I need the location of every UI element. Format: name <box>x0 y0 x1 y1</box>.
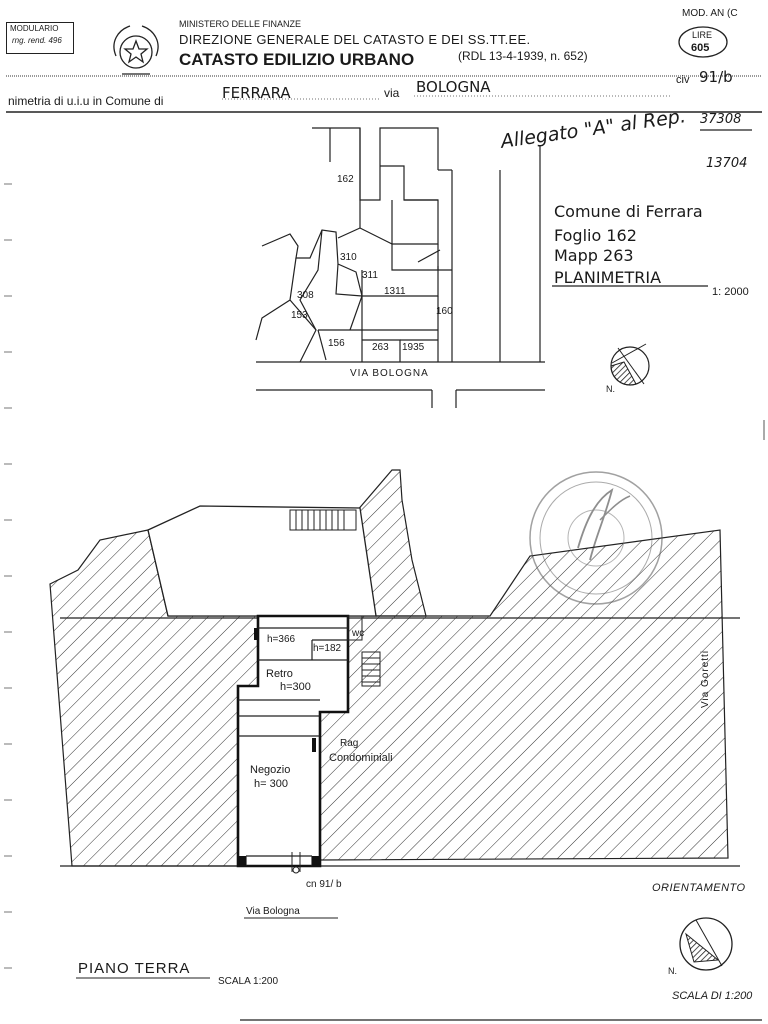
site-compass-icon <box>610 343 650 386</box>
site-street-label: VIA BOLOGNA <box>350 368 429 379</box>
parcel-310: 310 <box>340 252 357 263</box>
parcel-153: 153 <box>291 310 308 321</box>
lire-value: 605 <box>691 42 710 54</box>
label-negozio-h: h= 300 <box>254 778 288 790</box>
rep-number: 37308 <box>700 112 742 127</box>
site-title: PLANIMETRIA <box>554 268 662 287</box>
label-retro: Retro <box>266 668 293 680</box>
parcel-156: 156 <box>328 338 345 349</box>
site-scale: 1: 2000 <box>712 286 749 298</box>
label-condominiali: Condominiali <box>329 752 393 764</box>
door-markers <box>238 628 320 866</box>
parcel-311: 311 <box>362 270 378 281</box>
label-negozio: Negozio <box>250 764 291 776</box>
address-civ-label: civ <box>676 74 690 86</box>
parcel-308: 308 <box>297 290 314 301</box>
law-reference: (RDL 13-4-1939, n. 652) <box>458 49 588 63</box>
street-right-label: Via Goretti <box>700 649 711 708</box>
margin-ticks <box>4 183 12 969</box>
adjacent-properties-hatch <box>49 529 259 867</box>
parcel-1311: 1311 <box>384 286 406 297</box>
address-via: BOLOGNA <box>416 78 491 96</box>
notary-seal-stamp <box>529 471 663 605</box>
address-civ: 91/b <box>699 68 733 86</box>
scala-label: SCALA 1:200 <box>218 976 279 987</box>
modulario-box <box>6 22 74 54</box>
registry-title: CATASTO EDILIZIO URBANO <box>179 50 415 69</box>
courtyard-stair <box>289 509 357 531</box>
parcel-160: 160 <box>436 306 453 317</box>
street-bottom-label: Via Bologna <box>246 906 300 917</box>
racc-number: 13704 <box>706 156 748 171</box>
directorate-label: DIREZIONE GENERALE DEL CATASTO E DEI SS.… <box>179 32 531 47</box>
adjacent-properties-hatch-right <box>319 529 729 861</box>
label-h182: h=182 <box>313 643 342 654</box>
courtyard <box>147 505 377 617</box>
civ-marker: cn 91/ b <box>306 879 342 890</box>
scala-di-label: SCALA DI 1:200 <box>672 990 753 1002</box>
piano-terra-label: PIANO TERRA <box>78 960 191 977</box>
site-north-label: N. <box>606 384 615 394</box>
ministry-label: MINISTERO DELLE FINANZE <box>179 19 302 29</box>
unit-interior-lines <box>238 627 348 866</box>
parcel-1935: 1935 <box>402 342 425 353</box>
label-rag: Rag <box>340 738 359 749</box>
allegato-note: Allegato "A" al Rep. <box>499 105 688 153</box>
site-comune: Comune di Ferrara <box>554 202 703 221</box>
modulario-label: MODULARIO <box>10 24 59 33</box>
lire-label: LIRE <box>692 30 713 40</box>
label-h366: h=366 <box>267 634 296 645</box>
site-mapp: Mapp 263 <box>554 246 634 265</box>
parcel-162: 162 <box>337 174 354 185</box>
footer-north-label: N. <box>668 966 677 976</box>
wc-stair <box>347 615 381 687</box>
address-via-label: via <box>384 86 400 100</box>
adjacent-upper-hatch <box>355 469 427 617</box>
label-wc: wc <box>352 628 365 639</box>
modulario-number: rng. rend. 496 <box>12 36 62 45</box>
orientamento-label: ORIENTAMENTO <box>652 882 746 894</box>
site-foglio: Foglio 162 <box>554 226 637 245</box>
mod-code: MOD. AN (C <box>682 8 738 19</box>
site-plan <box>255 127 545 408</box>
address-prefix: nimetria di u.i.u in Comune di <box>8 94 164 108</box>
label-retro-h: h=300 <box>280 681 311 693</box>
orientation-compass-icon <box>679 917 733 971</box>
parcel-263: 263 <box>372 342 389 353</box>
address-comune: FERRARA <box>222 84 291 102</box>
